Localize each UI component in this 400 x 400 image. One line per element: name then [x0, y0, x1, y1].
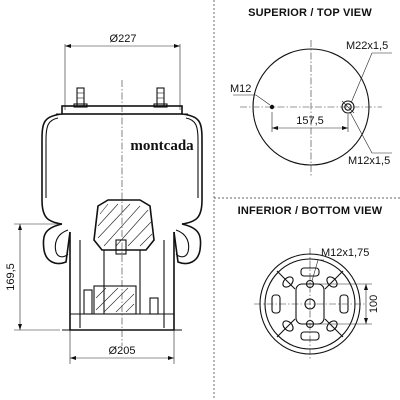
rolling-lobe [42, 223, 202, 265]
top-diameter-dimension: Ø227 [64, 33, 181, 110]
height-label: 169,5 [5, 263, 17, 291]
block-hatch [95, 287, 135, 313]
bottom-diameter-label: Ø205 [109, 345, 136, 357]
bottom-view-title: INFERIOR / BOTTOM VIEW [238, 205, 383, 217]
side-view: Ø227 montcada [5, 33, 203, 364]
top-spacing-label: 157,5 [296, 115, 324, 127]
air-fitting [341, 100, 355, 114]
left-stud-hole [269, 104, 275, 110]
top-diameter-label: Ø227 [110, 33, 137, 45]
height-dimension: 169,5 [5, 223, 60, 331]
bottom-spacing-label: 100 [368, 295, 380, 313]
top-view: SUPERIOR / TOP VIEW 157,5 M12 M22x1,5 M1… [230, 7, 392, 176]
bellow: montcada [41, 113, 203, 225]
panel-dividers [213, 0, 400, 400]
bottom-diameter-dimension: Ø205 [69, 330, 175, 364]
bottom-thread-label: M12x1,75 [321, 247, 369, 259]
brand-label: montcada [130, 138, 194, 154]
thread-left-label: M12 [230, 83, 251, 95]
top-view-title: SUPERIOR / TOP VIEW [248, 7, 372, 19]
bumper-hatch [97, 203, 153, 247]
thread-stud-label: M22x1,5 [346, 40, 388, 52]
bottom-view: INFERIOR / BOTTOM VIEW M12x1,75 [238, 205, 383, 360]
thread-right-label: M12x1,5 [348, 155, 390, 167]
